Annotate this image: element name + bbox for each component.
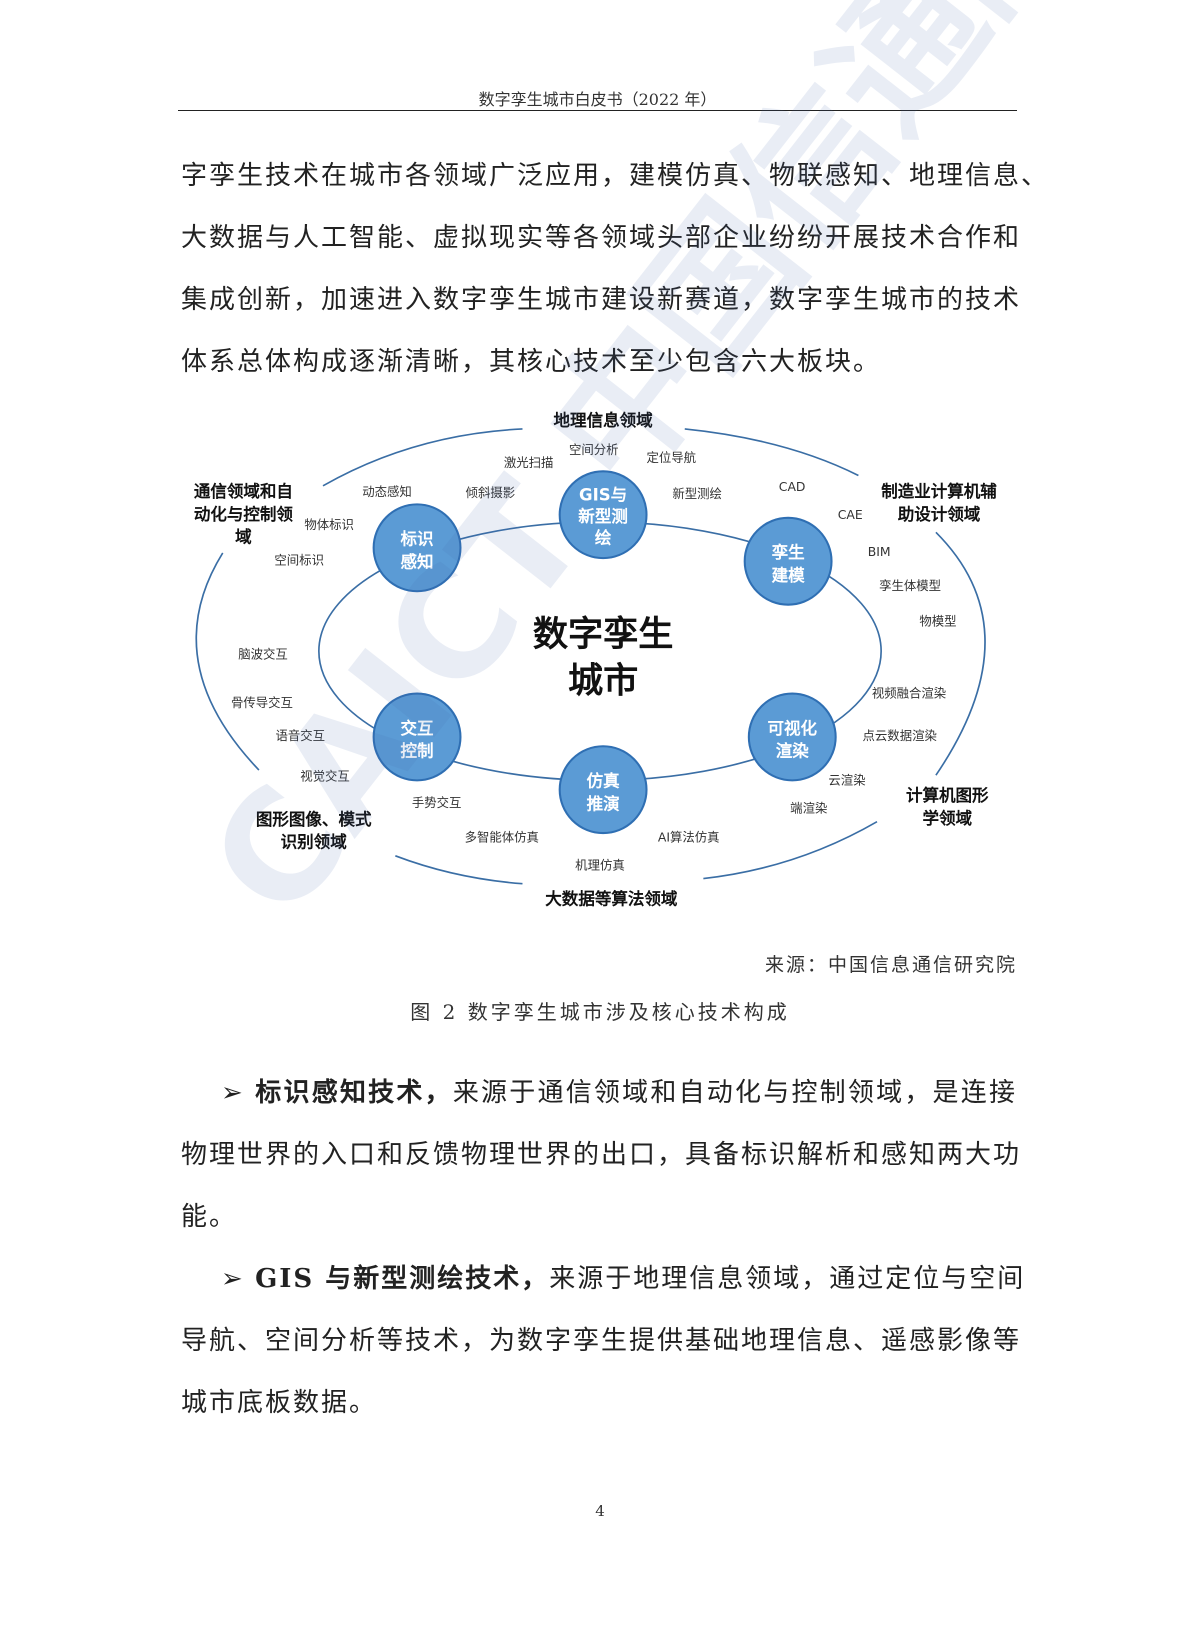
tech-label: AI算法仿真 bbox=[658, 829, 720, 844]
domain-bigdata: 大数据等算法领域 bbox=[545, 888, 678, 908]
outer-arc-left bbox=[195, 552, 260, 771]
tech-label: 物体标识 bbox=[304, 517, 354, 532]
domain-comm: 域 bbox=[235, 527, 252, 547]
inner-ring bbox=[318, 521, 882, 782]
tech-label: 多智能体仿真 bbox=[465, 829, 539, 844]
text-line: ➢ 标识感知技术，来源于通信领域和自动化与控制领域，是连接 bbox=[181, 1062, 1017, 1124]
outer-arc-top bbox=[322, 428, 523, 487]
tech-label: 骨传导交互 bbox=[231, 695, 293, 710]
bullet-text: 来源于地理信息领域，通过定位与空间 bbox=[549, 1264, 1026, 1294]
core-circle-interaction: 交互 控制 bbox=[372, 692, 462, 782]
tech-label: 空间标识 bbox=[274, 552, 324, 567]
core-label: 可视化 bbox=[767, 718, 817, 738]
figure-caption: 图 2 数字孪生城市涉及核心技术构成 bbox=[410, 1000, 790, 1024]
core-label: 推演 bbox=[587, 793, 621, 813]
domain-graphics: 计算机图形 bbox=[906, 785, 989, 805]
tech-label: 视觉交互 bbox=[300, 768, 350, 783]
bullet-marker: ➢ bbox=[221, 1078, 245, 1108]
tech-label: 动态感知 bbox=[362, 484, 412, 499]
core-label: GIS与 bbox=[579, 485, 627, 504]
bullet-title: GIS 与新型测绘技术， bbox=[255, 1264, 550, 1294]
core-label: 交互 bbox=[401, 718, 435, 738]
core-circle-identification: 标识 感知 bbox=[372, 503, 462, 593]
core-circle-simulation: 仿真 推演 bbox=[558, 745, 648, 835]
core-label: 新型测 bbox=[578, 506, 628, 526]
figure-source: 来源：中国信息通信研究院 bbox=[764, 954, 1017, 976]
tech-label: 云渲染 bbox=[828, 773, 865, 788]
bullet-text: 来源于通信领域和自动化与控制领域，是连接 bbox=[452, 1078, 1017, 1108]
core-label: 绘 bbox=[595, 528, 612, 548]
text-line: 能。 bbox=[181, 1202, 238, 1232]
tech-labels: 空间分析 激光扫描 定位导航 动态感知 倾斜摄影 新型测绘 CAD CAE 物体… bbox=[231, 442, 957, 873]
text-line: 集成创新，加速进入数字孪生城市建设新赛道，数字孪生城市的技术 bbox=[181, 285, 1022, 315]
domain-manu: 助设计领域 bbox=[898, 504, 981, 524]
core-circle-gis: GIS与 新型测 绘 bbox=[558, 470, 648, 560]
tech-label: 机理仿真 bbox=[575, 857, 625, 872]
tech-label: 语音交互 bbox=[275, 728, 325, 743]
domain-geo: 地理信息领域 bbox=[554, 410, 654, 430]
tech-label: 空间分析 bbox=[569, 442, 619, 457]
text-line: 字孪生技术在城市各领域广泛应用，建模仿真、物联感知、地理信息、 bbox=[181, 161, 1050, 191]
core-circle-modeling: 孪生 建模 bbox=[743, 516, 833, 606]
tech-label: 物模型 bbox=[919, 613, 956, 628]
text-line: 城市底板数据。 bbox=[181, 1388, 378, 1418]
running-header: 数字孪生城市白皮书（2022 年） bbox=[478, 90, 717, 109]
header-rule bbox=[178, 110, 1017, 111]
watermark-logo: CAICT 中国信通院 bbox=[177, 0, 1113, 949]
core-label: 感知 bbox=[401, 551, 434, 571]
tech-label: CAD bbox=[779, 479, 806, 494]
core-label: 渲染 bbox=[776, 741, 810, 761]
core-label: 建模 bbox=[772, 565, 806, 585]
tech-label: BIM bbox=[868, 544, 891, 559]
center-title: 数字孪生 bbox=[533, 614, 674, 655]
core-label: 标识 bbox=[401, 529, 434, 549]
core-label: 仿真 bbox=[587, 771, 621, 791]
core-label: 控制 bbox=[401, 741, 434, 761]
text-line: ➢ GIS 与新型测绘技术，来源于地理信息领域，通过定位与空间 bbox=[181, 1248, 1023, 1310]
tech-label: 手势交互 bbox=[412, 795, 462, 810]
domain-comm: 通信领域和自 bbox=[194, 481, 293, 501]
center-title: 城市 bbox=[568, 661, 638, 702]
text-line: 导航、空间分析等技术，为数字孪生提供基础地理信息、遥感影像等 bbox=[181, 1326, 1022, 1356]
domain-manu: 制造业计算机辅 bbox=[881, 481, 997, 501]
core-circles: 标识 感知 GIS与 新型测 绘 孪生 建模 交互 控制 仿真 推演 可视化 渲… bbox=[372, 470, 837, 835]
intro-paragraph: 字孪生技术在城市各领域广泛应用，建模仿真、物联感知、地理信息、 大数据与人工智能… bbox=[181, 145, 1050, 393]
outer-arc-bottom-right bbox=[703, 821, 878, 880]
bullet-paragraph: ➢ 标识感知技术，来源于通信领域和自动化与控制领域，是连接 物理世界的入口和反馈… bbox=[181, 1062, 1023, 1434]
tech-label: 倾斜摄影 bbox=[466, 485, 516, 500]
domain-pattern: 识别领域 bbox=[281, 832, 348, 852]
tech-label: 激光扫描 bbox=[504, 455, 554, 470]
tech-label: CAE bbox=[838, 507, 863, 522]
domain-graphics: 学领域 bbox=[923, 808, 973, 828]
bullet-marker: ➢ bbox=[221, 1264, 245, 1294]
page-number: 4 bbox=[595, 1502, 605, 1520]
outer-arc-top-right bbox=[684, 428, 859, 477]
tech-label: 点云数据渲染 bbox=[863, 728, 937, 743]
tech-label: 新型测绘 bbox=[672, 486, 722, 501]
text-line: 物理世界的入口和反馈物理世界的出口，具备标识解析和感知两大功 bbox=[181, 1140, 1022, 1170]
core-label: 孪生 bbox=[772, 542, 805, 562]
domain-comm: 动化与控制领 bbox=[194, 504, 294, 524]
text-line: 大数据与人工智能、虚拟现实等各领域头部企业纷纷开展技术合作和 bbox=[181, 223, 1022, 253]
tech-label: 定位导航 bbox=[647, 450, 697, 465]
bullet-title: 标识感知技术， bbox=[255, 1078, 453, 1108]
core-circle-rendering: 可视化 渲染 bbox=[747, 692, 837, 782]
outer-arc-right bbox=[935, 531, 986, 776]
tech-label: 视频融合渲染 bbox=[872, 686, 946, 701]
tech-label: 端渲染 bbox=[790, 800, 827, 815]
outer-arc-bottom-left bbox=[395, 855, 523, 885]
domain-pattern: 图形图像、模式 bbox=[256, 809, 372, 829]
text-line: 体系总体构成逐渐清晰，其核心技术至少包含六大板块。 bbox=[181, 347, 882, 377]
tech-label: 孪生体模型 bbox=[879, 578, 941, 593]
tech-label: 脑波交互 bbox=[238, 646, 288, 661]
